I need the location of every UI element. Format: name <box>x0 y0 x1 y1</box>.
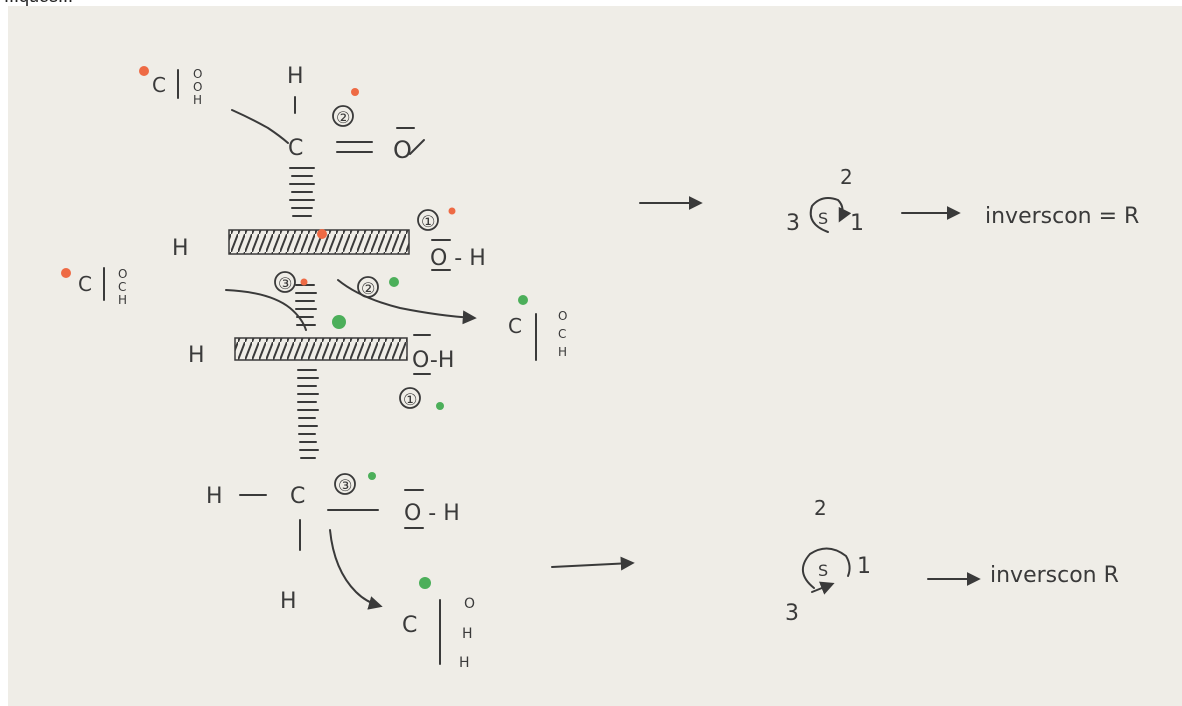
sub-bottom-2: H <box>462 626 473 642</box>
result-upper-rot: S <box>818 209 828 228</box>
orange-dot <box>61 268 71 278</box>
arrow-to-bottom-sub <box>329 529 383 610</box>
result-lower-1: 1 <box>857 554 871 579</box>
sub-mid-right-3: H <box>558 345 567 359</box>
sub-mid-left-2: C <box>118 280 126 294</box>
orange-dot <box>448 207 456 215</box>
priority-top: ② <box>336 108 350 127</box>
bottom-oh: O - H <box>404 501 460 526</box>
sub-mid-right-1: O <box>558 309 567 323</box>
sub-mid-left-c: C <box>78 272 92 296</box>
sub-bottom-3: H <box>459 655 470 671</box>
priority-row1: ① <box>421 212 435 231</box>
green-dot <box>518 295 528 305</box>
result-lower-2: 2 <box>814 496 827 520</box>
sub-mid-left-1: O <box>118 267 127 281</box>
priority-circle-bottom <box>334 473 356 495</box>
orange-dot <box>300 278 308 286</box>
priority-row2: ① <box>403 390 417 409</box>
o-radical-mark <box>409 139 425 155</box>
top-connector-line <box>231 109 289 144</box>
sub-mid-right-c: C <box>508 314 522 338</box>
priority-circle-row1 <box>417 209 439 231</box>
sub-top-left-1: O <box>193 67 202 81</box>
green-dot <box>332 315 346 329</box>
priority-circle-top <box>332 105 354 127</box>
result-lower-3: 3 <box>785 601 799 626</box>
sub-top-left-c: C <box>152 73 166 97</box>
arrow-to-result-lower <box>551 556 635 571</box>
sub-bottom-c: C <box>402 613 417 638</box>
rotation-arrow-lower <box>802 547 851 589</box>
orange-dot <box>139 66 149 76</box>
priority-circle-3-upper <box>274 271 296 293</box>
result-lower-rot: S <box>818 561 828 580</box>
green-dot <box>436 402 444 410</box>
orange-dot <box>317 229 327 239</box>
sub-mid-left-3: H <box>118 293 127 307</box>
priority-2-mid: ② <box>361 279 375 298</box>
bottom-h-left: H <box>206 484 223 509</box>
row2-h: H <box>188 343 205 368</box>
orange-dot <box>351 88 359 96</box>
top-o: O <box>393 136 412 164</box>
result-upper-text: inverscon = R <box>985 204 1139 229</box>
green-dot <box>368 472 376 480</box>
arrow-to-mid-right <box>337 279 477 325</box>
cropped-caption: ...ques... <box>4 0 1182 8</box>
hashed-backbone <box>289 167 319 459</box>
row1-h: H <box>172 236 189 261</box>
bottom-h: H <box>280 589 297 614</box>
priority-3-upper: ③ <box>278 274 292 293</box>
sub-top-left-3: H <box>193 93 202 107</box>
rotation-arrow-lower-tip <box>811 581 835 595</box>
bottom-c: C <box>290 484 305 509</box>
top-h: H <box>287 64 304 89</box>
top-c: C <box>288 136 303 161</box>
sub-bottom-1: O <box>464 596 475 612</box>
priority-circle-row2 <box>399 387 421 409</box>
rotation-arrow-upper <box>809 197 852 233</box>
result-upper-1: 1 <box>850 211 864 236</box>
result-lower-text: inverscon R <box>990 563 1119 588</box>
green-dot <box>419 577 431 589</box>
result-upper-3: 3 <box>786 211 800 236</box>
row2-oh: O-H <box>412 348 454 373</box>
mid-left-connector-line <box>225 289 307 331</box>
priority-bottom: ③ <box>338 476 352 495</box>
paper-sheet <box>8 6 1182 706</box>
result-upper-2: 2 <box>840 165 853 189</box>
sub-mid-right-2: C <box>558 327 566 341</box>
hashed-bond-row2 <box>234 337 408 361</box>
row1-oh: O - H <box>430 246 486 271</box>
sub-top-left-2: O <box>193 80 202 94</box>
green-dot <box>389 277 399 287</box>
